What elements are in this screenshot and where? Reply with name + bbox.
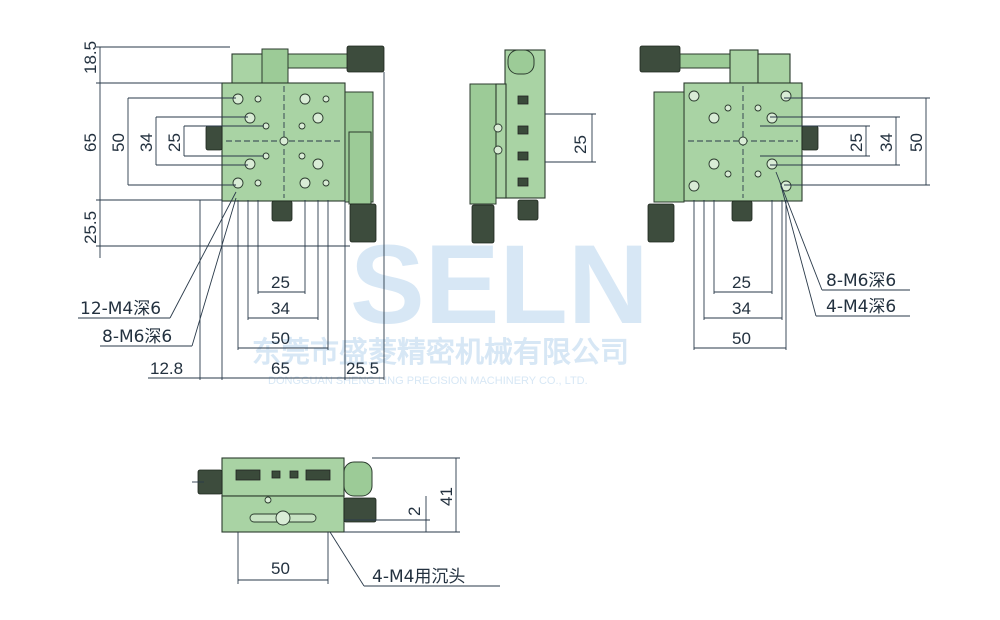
watermark-company: 东莞市盛菱精密机械有限公司 (252, 335, 629, 369)
front-side-knob (349, 203, 377, 243)
front-micrometer-knob (346, 45, 385, 73)
dim-side-25: 25 (571, 135, 590, 154)
dim-right-34: 34 (877, 133, 896, 152)
dim-bottom-25-5: 25.5 (346, 359, 379, 378)
dim-25: 25 (165, 133, 184, 152)
dim-50: 50 (109, 133, 128, 152)
side-top-knob (507, 49, 535, 75)
right-side-knob (647, 203, 675, 243)
front-top-clamp (261, 48, 289, 84)
side-small-knob (517, 199, 539, 221)
front-holes (232, 93, 330, 189)
dim-18-5: 18.5 (81, 41, 100, 74)
dim-34: 34 (137, 133, 156, 152)
side-bottom-knob (471, 204, 495, 244)
front-side-sleeve (348, 131, 372, 205)
right-holes (688, 90, 792, 192)
front-micrometer-sleeve (287, 53, 349, 69)
watermark: SELN 东莞市盛菱精密机械有限公司 DONGGUAN SHENG LING P… (252, 222, 649, 387)
dim-bottom-25: 25 (271, 273, 290, 292)
right-bottom-knob (731, 200, 753, 222)
dim-bottom-2: 2 (405, 507, 424, 516)
right-top-clamp (729, 49, 759, 87)
dim-bottom-34: 34 (271, 299, 290, 318)
bottom-right-knob (343, 497, 377, 523)
dim-right-bottom-25: 25 (732, 273, 751, 292)
right-left-knob (801, 125, 819, 151)
watermark-brand: SELN (350, 222, 649, 347)
dim-bottom-65: 65 (271, 359, 290, 378)
bottom-view: 41 2 50 4-M4用沉头 (192, 457, 500, 587)
dim-right-bottom-50: 50 (732, 329, 751, 348)
side-body-right (504, 49, 546, 199)
dim-bottom-view-50: 50 (271, 559, 290, 578)
dim-right-50: 50 (907, 133, 926, 152)
callout-12-m4: 12-M4深6 (80, 299, 161, 319)
front-view: 18.5 65 50 34 25 25.5 25 34 50 65 25.5 1… (78, 41, 385, 380)
front-bottom-knob (271, 200, 293, 222)
dim-bottom-50: 50 (271, 329, 290, 348)
right-micrometer-knob (639, 45, 681, 73)
callout-8-m6: 8-M6深6 (102, 327, 172, 347)
callout-right-4-m4: 4-M4深6 (826, 297, 896, 317)
side-body-left (469, 83, 497, 205)
dim-right-bottom-34: 34 (732, 299, 751, 318)
right-view: 25 34 50 25 34 50 8-M6深6 4-M4深6 (639, 45, 930, 350)
dim-25-5: 25.5 (81, 211, 100, 244)
dim-bottom-12-8: 12.8 (150, 359, 183, 378)
dim-bottom-41: 41 (437, 487, 456, 506)
dim-65: 65 (81, 133, 100, 152)
side-view: 25 (469, 49, 596, 244)
front-left-knob (205, 125, 223, 151)
callout-4-m4-countersunk: 4-M4用沉头 (372, 567, 465, 587)
front-top-bracket (231, 53, 265, 85)
watermark-company-en: DONGGUAN SHENG LING PRECISION MACHINERY … (268, 375, 588, 387)
callout-right-8-m6: 8-M6深6 (826, 271, 896, 291)
dim-right-25: 25 (847, 133, 866, 152)
